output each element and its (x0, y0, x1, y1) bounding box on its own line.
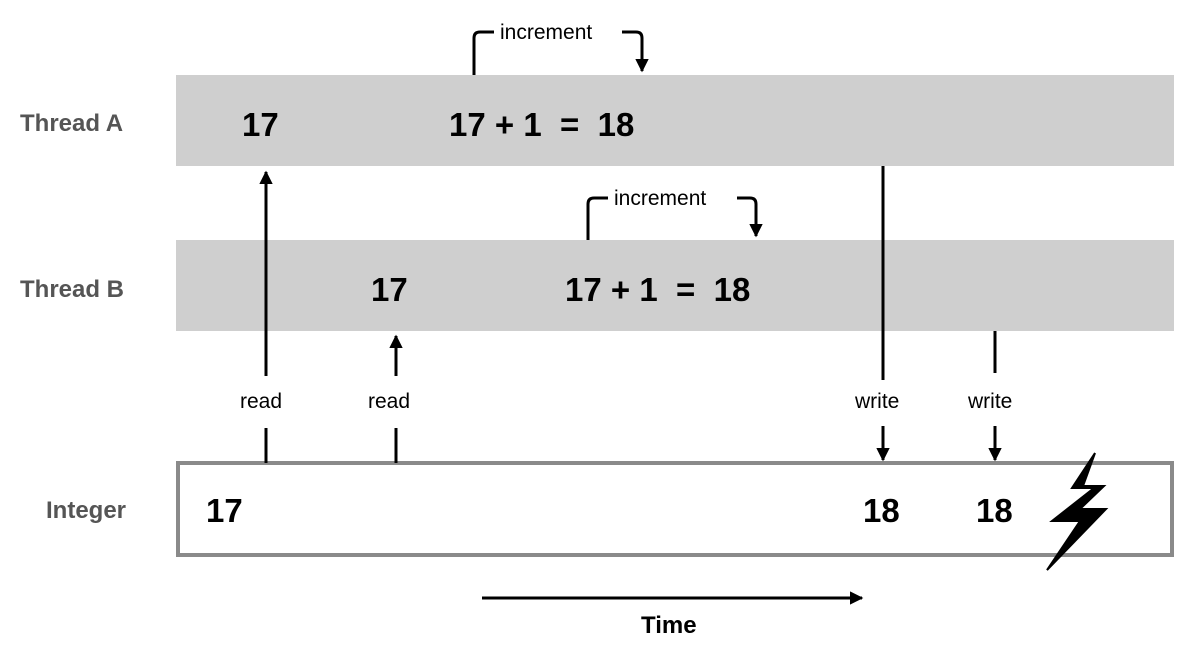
time-axis-label: Time (641, 612, 697, 639)
integer-value-after-write-b: 18 (976, 492, 1013, 529)
thread-a-increment-label: increment (496, 22, 597, 43)
thread-a-read-value: 17 (242, 106, 279, 143)
integer-initial-value: 17 (206, 492, 243, 529)
thread-a-band (176, 75, 1174, 166)
increment-arrow-a (472, 30, 649, 75)
read-label-b: read (364, 391, 415, 412)
write-label-b: write (964, 391, 1017, 412)
thread-b-band (176, 240, 1174, 331)
thread-b-read-value: 17 (371, 271, 408, 308)
thread-b-increment-label: increment (610, 188, 711, 209)
thread-a-expression: 17 + 1 = 18 (449, 106, 635, 143)
lightning-bolt-icon (1046, 452, 1109, 571)
read-label-a: read (236, 391, 287, 412)
integer-box (176, 461, 1174, 557)
increment-arrow-b (586, 196, 763, 240)
thread-b-expression: 17 + 1 = 18 (565, 271, 751, 308)
integer-label: Integer (46, 497, 127, 524)
thread-a-label: Thread A (20, 110, 124, 137)
thread-b-label: Thread B (20, 276, 125, 303)
write-label-a: write (851, 391, 904, 412)
integer-value-after-write-a: 18 (863, 492, 900, 529)
